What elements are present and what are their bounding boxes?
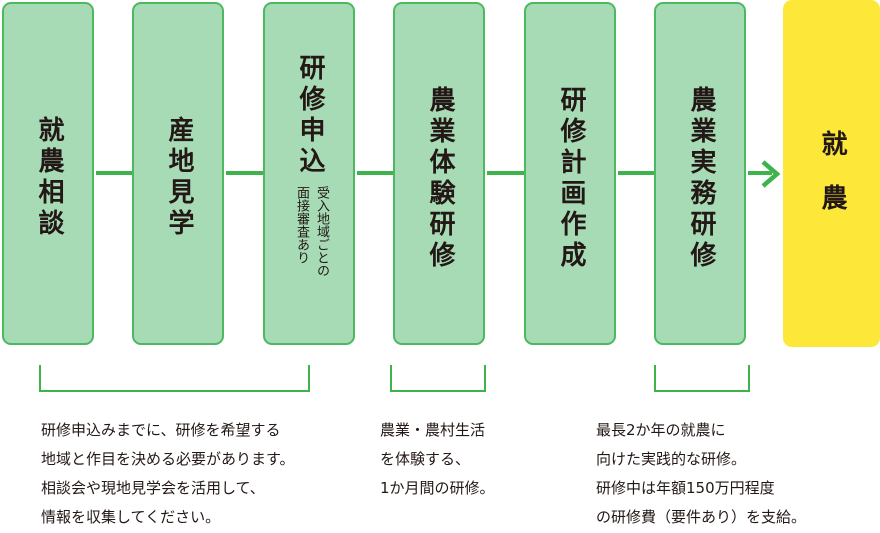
connector-line-3 <box>357 171 393 175</box>
step-start-farming: 就農 <box>783 0 880 347</box>
step-site-visit: 産地見学 <box>132 2 224 345</box>
step-training-plan: 研修計画作成 <box>524 2 616 345</box>
step-label: 産地見学 <box>164 116 194 240</box>
description-line: 情報を収集してください。 <box>41 508 221 526</box>
step-application: 研修申込 受入地域ごとの 面接審査あり <box>263 2 355 345</box>
step-consultation: 就農相談 <box>2 2 94 345</box>
step-label: 研修計画作成 <box>556 86 586 272</box>
description-practical: 最長2か年の就農に 向けた実践的な研修。 研修中は年額150万円程度 の研修費（… <box>596 416 806 532</box>
description-line: 1か月間の研修。 <box>380 479 495 497</box>
step-label: 研修申込 <box>295 54 325 178</box>
connector-line-4 <box>487 171 524 175</box>
step-practical-training: 農業実務研修 <box>654 2 746 345</box>
connector-line-5 <box>618 171 654 175</box>
description-line: 相談会や現地見学会を活用して、 <box>41 479 265 497</box>
step-note-line-2: 面接審査あり <box>294 186 309 264</box>
step-label: 就農相談 <box>34 116 64 240</box>
step-label: 農業実務研修 <box>686 86 716 272</box>
bracket-experience <box>390 365 486 392</box>
step-label: 農業体験研修 <box>425 86 455 272</box>
arrow-right-icon <box>761 160 781 188</box>
description-line: を体験する、 <box>380 450 471 468</box>
description-experience: 農業・農村生活 を体験する、 1か月間の研修。 <box>380 416 495 503</box>
description-line: 研修申込みまでに、研修を希望する <box>41 421 281 439</box>
description-line: 研修中は年額150万円程度 <box>596 479 775 497</box>
description-line: 向けた実践的な研修。 <box>596 450 747 468</box>
connector-line-1 <box>96 171 132 175</box>
description-line: 地域と作目を決める必要があります。 <box>41 450 295 468</box>
connector-line-6 <box>748 171 772 175</box>
final-label: 就農 <box>817 130 847 238</box>
description-pre-application: 研修申込みまでに、研修を希望する 地域と作目を決める必要があります。 相談会や現… <box>41 416 295 532</box>
step-farming-experience: 農業体験研修 <box>393 2 485 345</box>
step-note-line-1: 受入地域ごとの <box>314 186 329 277</box>
bracket-practical <box>654 365 750 392</box>
description-line: の研修費（要件あり）を支給。 <box>596 508 807 526</box>
connector-line-2 <box>226 171 263 175</box>
description-line: 農業・農村生活 <box>380 421 486 439</box>
description-line: 最長2か年の就農に <box>596 421 726 439</box>
bracket-pre-application <box>39 365 310 392</box>
